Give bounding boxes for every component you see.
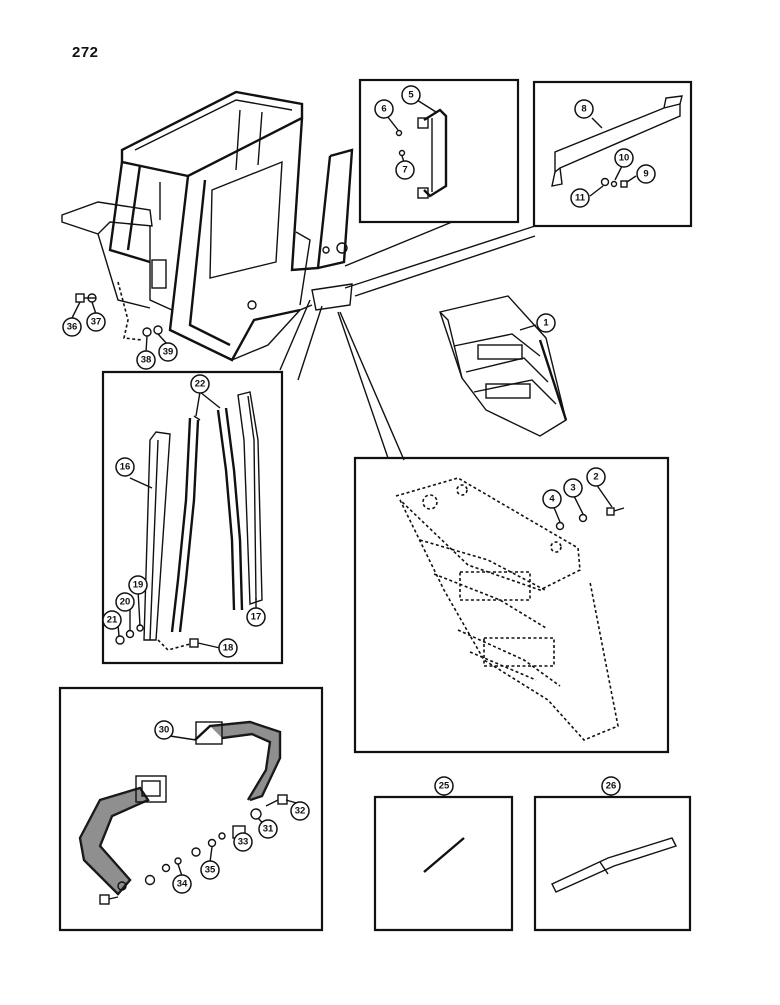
callout-9: 9 <box>636 164 656 184</box>
bolt-washer-nut-2-3-4-part <box>555 507 625 531</box>
svg-text:7: 7 <box>402 165 407 176</box>
svg-text:21: 21 <box>107 615 118 626</box>
callout-16: 16 <box>115 457 135 477</box>
grab-handle-part <box>395 108 448 199</box>
svg-text:17: 17 <box>251 612 262 623</box>
callout-25: 25 <box>434 776 454 796</box>
leader-line <box>344 221 453 267</box>
svg-text:4: 4 <box>549 494 555 505</box>
step-assembly-small-part <box>439 295 568 437</box>
svg-text:20: 20 <box>120 597 131 608</box>
callout-2: 2 <box>586 467 606 487</box>
seal-inset-box <box>101 370 284 665</box>
callout-3: 3 <box>563 478 583 498</box>
callout-18: 18 <box>218 638 238 658</box>
svg-text:11: 11 <box>575 193 586 204</box>
step-inset-box <box>353 456 670 754</box>
callout-7: 7 <box>395 160 415 180</box>
callout-11: 11 <box>570 188 590 208</box>
leader-line <box>337 311 389 459</box>
callout-21: 21 <box>102 610 122 630</box>
leader-line <box>339 311 405 461</box>
callout-5: 5 <box>401 85 421 105</box>
svg-text:39: 39 <box>163 347 174 358</box>
pin-inset-box <box>373 795 514 932</box>
cab-frame-illustration <box>61 90 354 362</box>
svg-text:16: 16 <box>120 462 131 473</box>
svg-text:9: 9 <box>643 169 648 180</box>
svg-text:38: 38 <box>141 355 152 366</box>
callout-19: 19 <box>128 575 148 595</box>
roll-pin-part <box>423 837 465 873</box>
svg-text:8: 8 <box>581 104 586 115</box>
page-number: 272 <box>72 44 99 61</box>
svg-text:18: 18 <box>223 643 234 654</box>
callout-34: 34 <box>172 874 192 894</box>
pad-inset-box <box>533 795 692 932</box>
callout-30: 30 <box>154 720 174 740</box>
mounting-rail-part <box>551 95 683 188</box>
svg-text:2: 2 <box>593 472 598 483</box>
handle-inset-box <box>358 78 520 224</box>
svg-text:34: 34 <box>177 879 188 890</box>
svg-text:32: 32 <box>295 806 306 817</box>
foam-pad-part <box>551 837 677 893</box>
svg-text:5: 5 <box>408 90 414 101</box>
callout-32: 32 <box>290 801 310 821</box>
leader-line <box>297 305 323 381</box>
callout-36: 36 <box>62 317 82 337</box>
callout-6: 6 <box>374 99 394 119</box>
svg-text:10: 10 <box>619 153 630 164</box>
callout-20: 20 <box>115 592 135 612</box>
callout-10: 10 <box>614 148 634 168</box>
callout-1: 1 <box>536 313 556 333</box>
callout-33: 33 <box>233 832 253 852</box>
callout-22: 22 <box>190 374 210 394</box>
svg-text:35: 35 <box>205 865 216 876</box>
callout-38: 38 <box>136 350 156 370</box>
svg-text:19: 19 <box>133 580 144 591</box>
seatbelt-inset-box <box>58 686 324 932</box>
callout-39: 39 <box>158 342 178 362</box>
svg-text:37: 37 <box>91 317 102 328</box>
door-seal-strips-part <box>115 391 263 651</box>
callout-35: 35 <box>200 860 220 880</box>
svg-text:31: 31 <box>263 824 274 835</box>
rail-inset-box <box>532 80 693 228</box>
callout-4: 4 <box>542 489 562 509</box>
leader-line <box>344 225 536 289</box>
svg-text:36: 36 <box>67 322 78 333</box>
callout-26: 26 <box>601 776 621 796</box>
callout-8: 8 <box>574 99 594 119</box>
bolt-36-37-part <box>75 293 97 303</box>
leader-line <box>279 299 311 371</box>
seat-belt-part <box>78 720 288 905</box>
svg-text:6: 6 <box>381 104 386 115</box>
callout-37: 37 <box>86 312 106 332</box>
leader-line <box>354 235 536 297</box>
callout-17: 17 <box>246 607 266 627</box>
svg-text:30: 30 <box>159 725 170 736</box>
svg-text:25: 25 <box>439 781 450 792</box>
svg-text:26: 26 <box>606 781 617 792</box>
svg-text:33: 33 <box>238 837 249 848</box>
svg-text:1: 1 <box>543 318 549 329</box>
fastener-guide-line <box>117 281 143 341</box>
svg-text:22: 22 <box>195 379 206 390</box>
callout-31: 31 <box>258 819 278 839</box>
step-assembly-dotted-part <box>395 477 619 741</box>
svg-text:3: 3 <box>570 483 575 494</box>
